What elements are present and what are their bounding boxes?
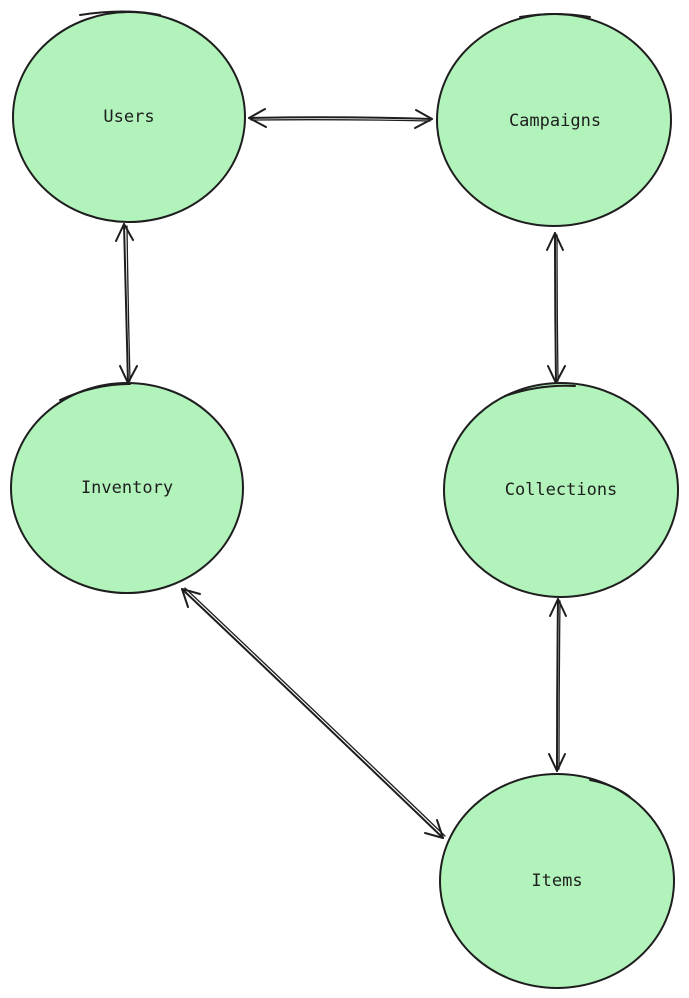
node-inventory[interactable]: Inventory bbox=[10, 382, 244, 594]
arrowhead-items-end bbox=[424, 819, 444, 839]
node-users[interactable]: Users bbox=[12, 10, 246, 223]
arrowhead-users-end bbox=[248, 108, 267, 128]
arrowhead-campaigns-end bbox=[546, 232, 564, 251]
node-campaigns-label: Campaigns bbox=[509, 111, 601, 131]
arrowhead-users-end bbox=[115, 223, 134, 242]
arrowhead-campaigns-end bbox=[414, 109, 433, 129]
arrowhead-collections-end bbox=[549, 598, 567, 617]
edge-inventory-items[interactable] bbox=[181, 587, 446, 839]
edge-collections-items[interactable] bbox=[548, 598, 567, 772]
node-users-label: Users bbox=[103, 107, 154, 127]
node-items[interactable]: Items bbox=[439, 773, 675, 989]
arrowhead-inventory-end bbox=[181, 588, 201, 608]
edge-users-inventory[interactable] bbox=[115, 223, 138, 384]
node-collections[interactable]: Collections bbox=[443, 382, 679, 598]
arrowhead-items-end bbox=[548, 753, 566, 772]
edge-campaigns-collections[interactable] bbox=[546, 232, 566, 384]
node-items-label: Items bbox=[531, 871, 582, 891]
node-collections-label: Collections bbox=[505, 480, 618, 500]
node-campaigns[interactable]: Campaigns bbox=[436, 13, 672, 227]
edge-users-campaigns[interactable] bbox=[248, 108, 433, 129]
node-inventory-label: Inventory bbox=[81, 478, 173, 498]
